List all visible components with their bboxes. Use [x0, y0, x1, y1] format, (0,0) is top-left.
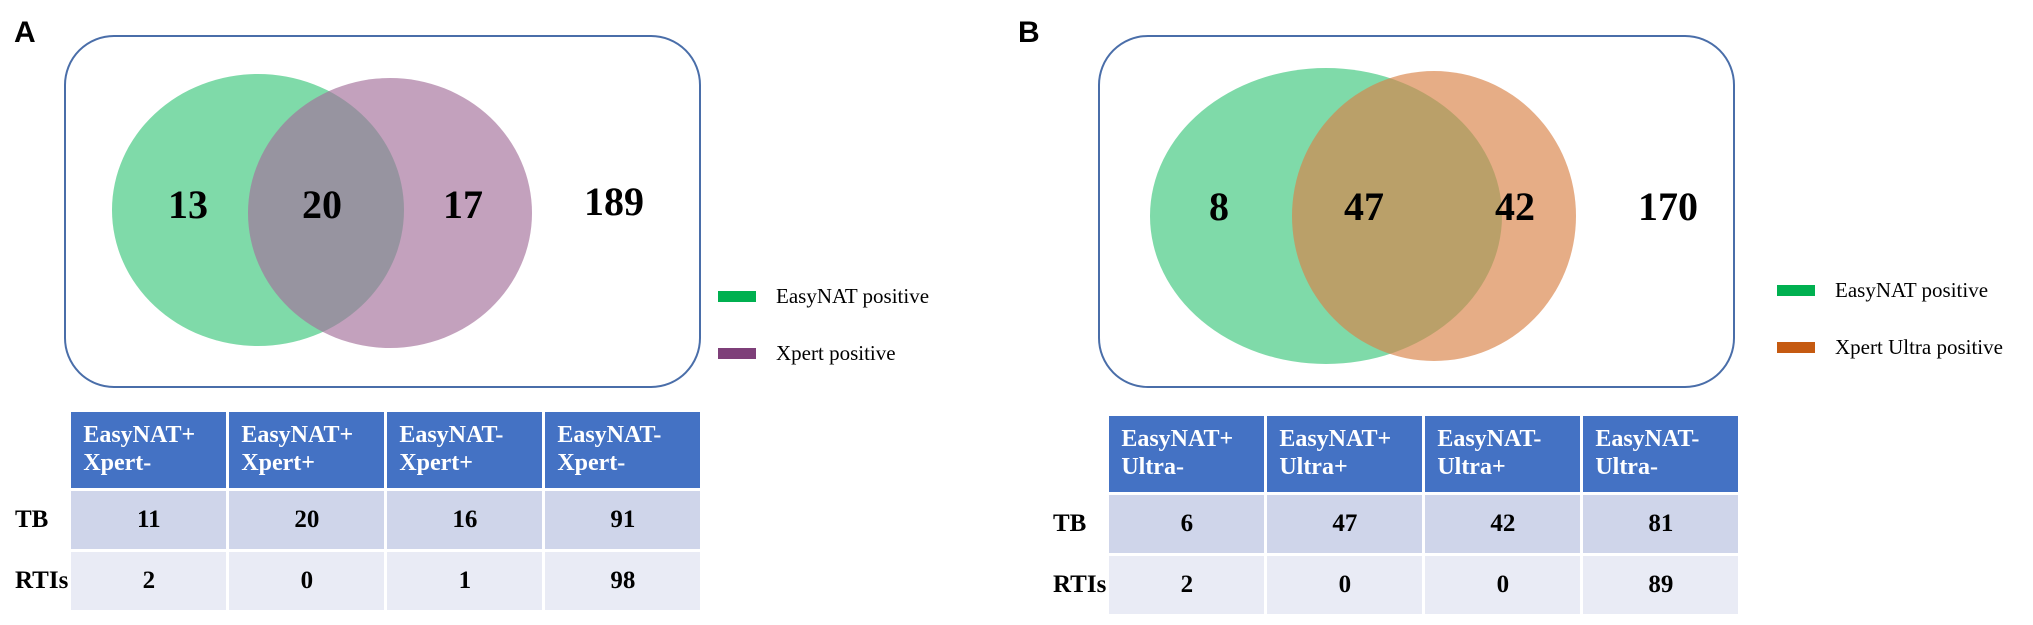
xpert-circle: [248, 78, 532, 348]
legend-label: Xpert positive: [776, 341, 896, 365]
table-header-cell: EasyNAT+Xpert+: [229, 412, 385, 488]
table-cell: 0: [229, 552, 385, 610]
neither-count: 189: [584, 179, 644, 224]
overlap-count: 20: [302, 182, 342, 227]
table-cell: 0: [1425, 556, 1581, 614]
legend-swatch: [1777, 342, 1815, 353]
table-cell: 20: [229, 491, 385, 549]
table-cell: 11: [71, 491, 227, 549]
table-cell: 42: [1425, 495, 1581, 553]
table-corner: [1053, 416, 1106, 492]
table-cell: 91: [545, 491, 701, 549]
table-header-row: EasyNAT+Ultra- EasyNAT+Ultra+ EasyNAT-Ul…: [1053, 416, 1739, 492]
legend-label: Xpert Ultra positive: [1835, 335, 2003, 359]
table-header-cell: EasyNAT-Ultra-: [1583, 416, 1739, 492]
panel-letter: B: [1018, 16, 1040, 49]
row-label: RTIs: [1053, 571, 1107, 598]
table-cell: 16: [387, 491, 543, 549]
left-only-count: 13: [168, 182, 208, 227]
table-header-cell: EasyNAT-Ultra+: [1425, 416, 1581, 492]
legend-swatch: [1777, 285, 1815, 296]
table-cell: 81: [1583, 495, 1739, 553]
results-table: EasyNAT+Ultra- EasyNAT+Ultra+ EasyNAT-Ul…: [1050, 413, 1741, 617]
right-only-count: 42: [1495, 184, 1535, 229]
panel-letter: A: [14, 16, 36, 49]
table-header-cell: EasyNAT-Xpert+: [387, 412, 543, 488]
table-row-tb: TB 11 20 16 91: [15, 491, 701, 549]
venn-frame: [1098, 35, 1735, 388]
table-header-cell: EasyNAT+Ultra-: [1109, 416, 1265, 492]
legend-label: EasyNAT positive: [1835, 278, 1989, 302]
table-header-cell: EasyNAT+Xpert-: [71, 412, 227, 488]
legend-item-xpert: Xpert positive: [718, 341, 896, 366]
table-header-row: EasyNAT+Xpert- EasyNAT+Xpert+ EasyNAT-Xp…: [15, 412, 701, 488]
legend-item-xpert-ultra: Xpert Ultra positive: [1777, 335, 2003, 360]
left-only-count: 8: [1209, 184, 1229, 229]
table-cell: 6: [1109, 495, 1265, 553]
legend-label: EasyNAT positive: [776, 284, 930, 308]
table-row-rtis: RTIs 2 0 1 98: [15, 552, 701, 610]
table-cell: 2: [1109, 556, 1265, 614]
legend-swatch: [718, 291, 756, 302]
table-cell: 47: [1267, 495, 1423, 553]
table-row-rtis: RTIs 2 0 0 89: [1053, 556, 1739, 614]
overlap-count: 47: [1344, 184, 1384, 229]
legend-item-easynat: EasyNAT positive: [1777, 278, 1988, 303]
row-label: TB: [15, 506, 49, 533]
table-row-tb: TB 6 47 42 81: [1053, 495, 1739, 553]
results-table: EasyNAT+Xpert- EasyNAT+Xpert+ EasyNAT-Xp…: [12, 409, 703, 613]
xpert-ultra-circle: [1292, 71, 1576, 361]
table-cell: 89: [1583, 556, 1739, 614]
neither-count: 170: [1638, 184, 1698, 229]
row-label: RTIs: [15, 567, 69, 594]
legend-swatch: [718, 348, 756, 359]
table-cell: 2: [71, 552, 227, 610]
venn-frame: [64, 35, 701, 388]
table-header-cell: EasyNAT-Xpert-: [545, 412, 701, 488]
right-only-count: 17: [443, 182, 483, 227]
table-cell: 0: [1267, 556, 1423, 614]
table-cell: 1: [387, 552, 543, 610]
legend-item-easynat: EasyNAT positive: [718, 284, 929, 309]
row-label: TB: [1053, 510, 1087, 537]
table-header-cell: EasyNAT+Ultra+: [1267, 416, 1423, 492]
table-cell: 98: [545, 552, 701, 610]
